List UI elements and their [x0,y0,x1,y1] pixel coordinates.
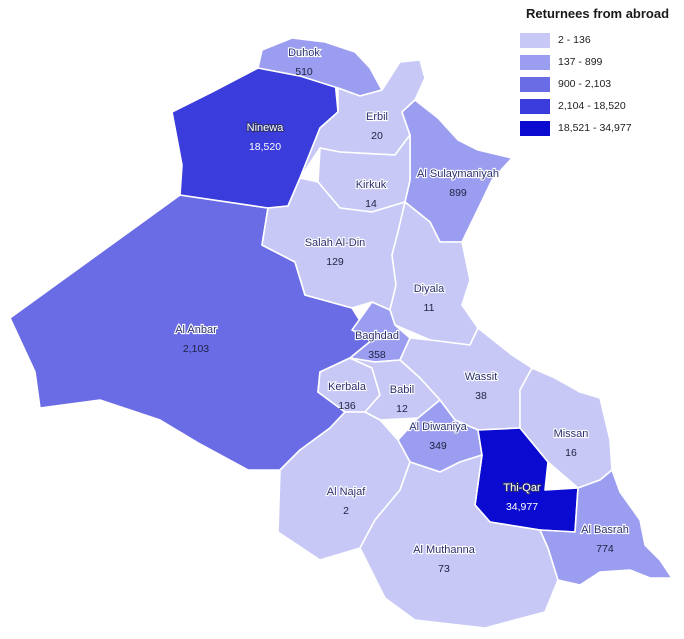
province-value-label: 73 [438,563,450,575]
province-value-label: 2 [343,505,349,517]
province-name-label: Kerbala [328,381,367,393]
legend-label: 2,104 - 18,520 [558,100,626,112]
province-name-label: Missan [554,428,589,440]
legend-swatch [520,76,550,92]
legend-swatch [520,120,550,136]
legend: Returnees from abroad 2 - 136 137 - 899 … [520,6,680,139]
legend-label: 137 - 899 [558,56,603,68]
province-name-label: Al Sulaymaniyah [417,168,499,180]
legend-label: 18,521 - 34,977 [558,122,632,134]
province-value-label: 38 [475,390,487,402]
province-regions [9,37,673,629]
province-name-label: Thi-Qar [503,482,541,494]
legend-swatch [520,98,550,114]
legend-item: 137 - 899 [520,51,680,73]
legend-swatch [520,54,550,70]
legend-label: 2 - 136 [558,34,591,46]
province-value-label: 136 [338,400,356,412]
province-name-label: Baghdad [355,330,399,342]
province-name-label: Erbil [366,111,388,123]
province-name-label: Salah Al-Din [305,237,366,249]
legend-label: 900 - 2,103 [558,78,612,90]
province-value-label: 20 [371,130,383,142]
province-name-label: Al Basrah [581,524,629,536]
province-value-label: 129 [326,256,344,268]
legend-item: 18,521 - 34,977 [520,117,680,139]
province-value-label: 34,977 [506,501,538,513]
province-name-label: Ninewa [247,122,285,134]
legend-item: 2 - 136 [520,29,680,51]
province-name-label: Al Najaf [327,486,366,498]
province-name-label: Al Muthanna [413,544,476,556]
legend-title: Returnees from abroad [526,6,670,21]
legend-item: 2,104 - 18,520 [520,95,680,117]
province-name-label: Al Anbar [175,324,217,336]
region-al-najaf [277,411,411,561]
legend-swatch [520,32,550,48]
province-value-label: 2,103 [183,343,209,355]
province-name-label: Diyala [414,283,445,295]
province-name-label: Babil [390,384,414,396]
province-name-label: Kirkuk [356,179,387,191]
province-value-label: 16 [565,447,577,459]
province-name-label: Wassit [465,371,498,383]
province-value-label: 349 [429,440,447,452]
province-value-label: 12 [396,403,408,415]
province-value-label: 358 [368,349,386,361]
province-name-label: Al Diwaniya [409,421,467,433]
province-value-label: 899 [449,187,467,199]
province-value-label: 774 [596,543,614,555]
province-name-label: Duhok [288,47,320,59]
province-value-label: 14 [365,198,377,210]
province-value-label: 11 [424,302,435,314]
region-al-basrah [539,469,673,586]
province-value-label: 510 [295,66,313,78]
legend-item: 900 - 2,103 [520,73,680,95]
province-value-label: 18,520 [249,141,281,153]
